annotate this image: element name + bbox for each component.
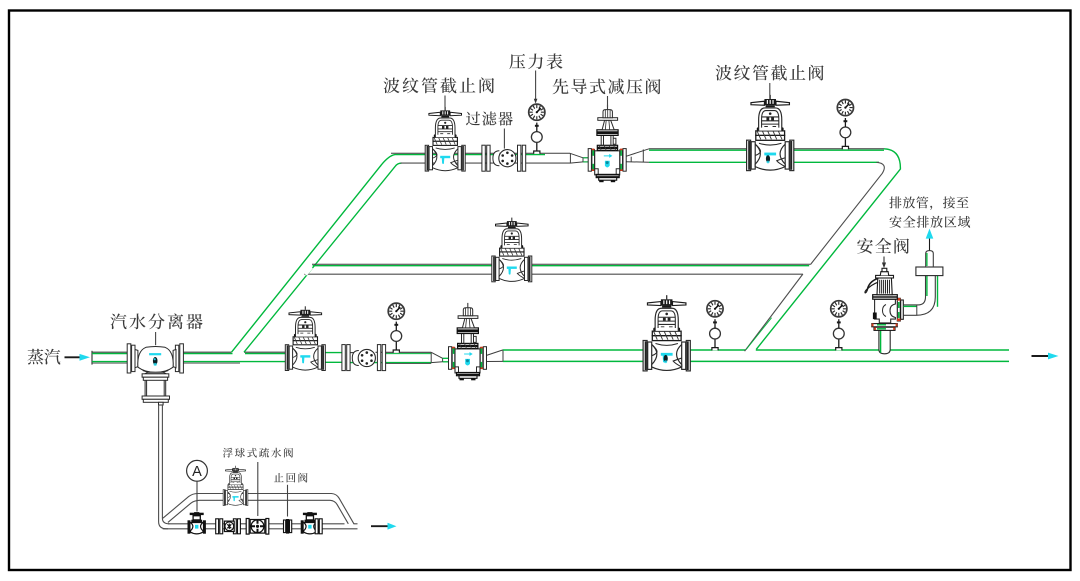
svg-text:A: A bbox=[192, 464, 202, 480]
